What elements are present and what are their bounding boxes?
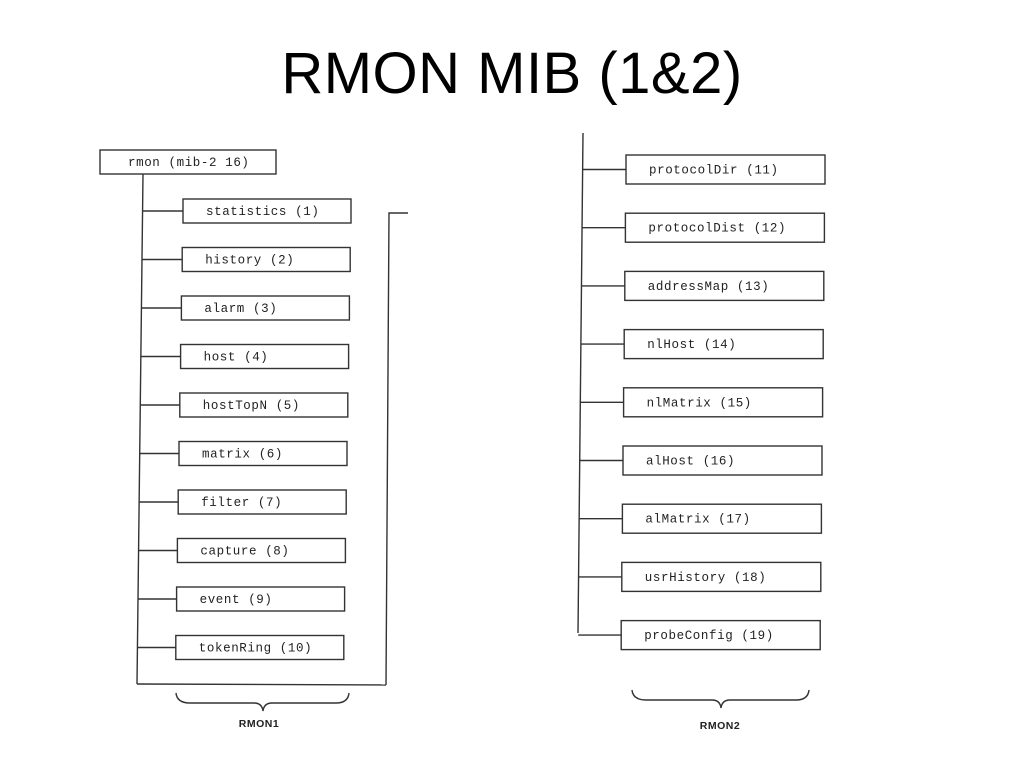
group-box — [624, 212, 826, 243]
group-box — [176, 537, 347, 564]
group-label: probeConfig (19) — [644, 629, 774, 643]
root-node: rmon (mib-2 16) — [99, 149, 277, 175]
group-box — [181, 246, 351, 273]
group-label: alMatrix (17) — [645, 513, 750, 527]
group-label: usrHistory (18) — [645, 571, 767, 585]
group-label: tokenRing (10) — [199, 642, 312, 656]
group-node-probe-config: probeConfig (19) — [578, 619, 821, 651]
group-node-nl-matrix: nlMatrix (15) — [580, 387, 824, 418]
group-label: protocolDist (12) — [648, 222, 786, 236]
group-box — [622, 387, 824, 418]
rmon2-group-list: protocolDir (11) protocolDist (12) address… — [578, 154, 826, 651]
root-label: rmon (mib-2 16) — [128, 156, 250, 170]
group-box — [175, 586, 346, 612]
group-box — [178, 440, 348, 467]
group-node-host-top-n: hostTopN (5) — [140, 392, 349, 418]
group-node-filter: filter (7) — [139, 489, 347, 515]
group-label: filter (7) — [201, 496, 282, 510]
group-node-protocol-dist: protocolDist (12) — [582, 212, 826, 243]
group-node-statistics: statistics (1) — [143, 198, 352, 224]
group-box — [624, 270, 825, 302]
group-box — [622, 445, 823, 476]
group-label: matrix (6) — [202, 448, 283, 462]
group-box — [621, 503, 823, 534]
group-label: history (2) — [205, 254, 294, 268]
rmon1-caption: RMON1 — [239, 718, 279, 730]
group-node-host: host (4) — [141, 343, 350, 370]
group-label: addressMap (13) — [648, 280, 770, 294]
rmon2-caption: RMON2 — [700, 720, 740, 732]
group-label: host (4) — [204, 351, 269, 365]
rmon2-brace — [631, 689, 810, 709]
group-node-alarm: alarm (3) — [141, 295, 351, 321]
group-node-address-map: addressMap (13) — [581, 270, 825, 302]
group-label: protocolDir (11) — [649, 164, 779, 178]
group-label: event (9) — [200, 593, 273, 607]
group-node-token-ring: tokenRing (10) — [137, 634, 345, 661]
group-box — [180, 295, 351, 321]
group-box — [177, 489, 347, 515]
group-box — [179, 343, 350, 370]
group-box — [625, 154, 826, 185]
group-node-usr-history: usrHistory (18) — [578, 561, 822, 593]
group-node-nl-host: nlHost (14) — [581, 328, 824, 360]
group-node-al-host: alHost (16) — [580, 445, 823, 476]
group-node-al-matrix: alMatrix (17) — [579, 503, 823, 534]
rmon2-trunk-line — [577, 132, 584, 634]
rmon1-brace — [175, 692, 350, 712]
group-label: hostTopN (5) — [203, 399, 300, 413]
group-box — [182, 198, 352, 224]
slide-title: RMON MIB (1&2) — [281, 41, 743, 106]
group-label: alHost (16) — [646, 455, 735, 469]
group-label: nlHost (14) — [647, 338, 736, 352]
rmon1-bottom-line — [136, 683, 387, 686]
group-node-capture: capture (8) — [138, 537, 347, 564]
root-box — [99, 149, 277, 175]
rmon1-group-list: statistics (1) history (2) alarm (3) host (… — [137, 198, 352, 661]
group-node-history: history (2) — [142, 246, 351, 273]
group-label: nlMatrix (15) — [647, 396, 752, 410]
group-box — [620, 619, 821, 651]
group-box — [175, 634, 345, 661]
group-label: capture (8) — [200, 545, 289, 559]
group-node-matrix: matrix (6) — [139, 440, 348, 467]
group-label: alarm (3) — [204, 302, 277, 316]
group-node-event: event (9) — [138, 586, 346, 612]
group-box — [623, 328, 824, 360]
continuation-connector — [385, 212, 408, 686]
group-label: statistics (1) — [206, 205, 319, 219]
group-box — [621, 561, 822, 593]
group-node-protocol-dir: protocolDir (11) — [583, 154, 826, 185]
group-box — [179, 392, 349, 418]
rmon1-trunk-line — [136, 173, 144, 685]
